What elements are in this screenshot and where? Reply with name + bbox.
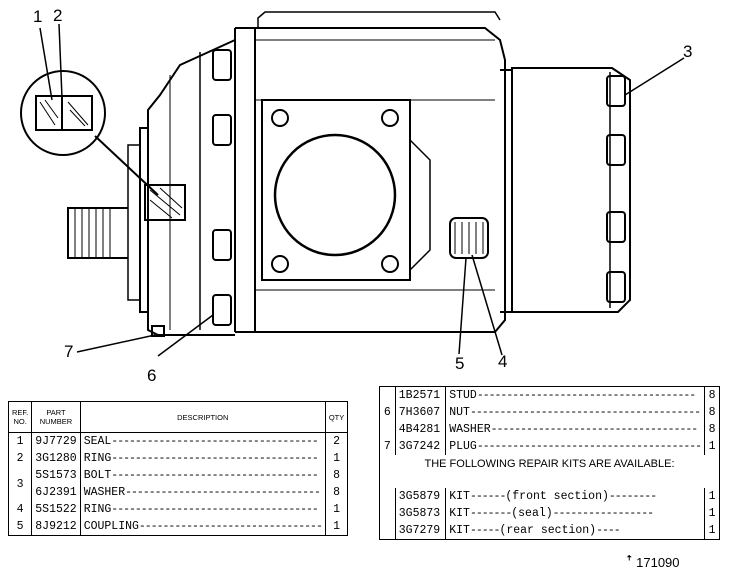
mounting-flange <box>261 99 431 281</box>
repair-kits-note: THE FOLLOWING REPAIR KITS ARE AVAILABLE: <box>424 458 675 470</box>
table-row: 3 5S1573 BOLT---------------------------… <box>8 467 348 501</box>
leader-lines <box>39 23 685 357</box>
seal-cutaway <box>144 184 186 221</box>
table-row: 6J2391 WASHER---------------------------… <box>9 484 348 501</box>
plug <box>151 325 165 337</box>
rear-bolts <box>606 75 626 303</box>
coupling-cutaway <box>449 217 489 259</box>
table-row: 2 3G1280 RING---------------------------… <box>8 450 348 467</box>
callout-5: 5 <box>455 354 465 373</box>
table-row: 3G7279 KIT-----(rear section)---- 1 <box>379 522 720 540</box>
pump-exploded-drawing <box>20 11 685 357</box>
callout-4: 4 <box>498 352 508 371</box>
table-row: 1 9J7729 SEAL---------------------------… <box>8 432 348 450</box>
header-description: DESCRIPTION <box>79 401 326 433</box>
callout-3: 3 <box>683 42 693 61</box>
table-row: 4B4281 WASHER---------------------------… <box>380 421 720 438</box>
drive-shaft <box>67 207 128 259</box>
table-row: 6 1B2571 STUD---------------------------… <box>379 386 720 438</box>
table-row: 3G5879 KIT------(front section)-------- … <box>379 488 720 505</box>
parts-table-right: 6 1B2571 STUD---------------------------… <box>379 386 720 540</box>
drawing-number-mark: ꜛ <box>626 555 637 570</box>
front-bolts <box>212 49 232 326</box>
table-row: 3G5873 KIT-------(seal)-----------------… <box>379 505 720 522</box>
table-row: 7 3G7242 PLUG---------------------------… <box>379 438 720 455</box>
header-part-number: PART NUMBER <box>31 401 81 433</box>
table-row: 7H3607 NUT------------------------------… <box>380 404 720 421</box>
callout-6: 6 <box>147 366 157 385</box>
rear-pump-section <box>500 67 631 313</box>
drawing-number: ꜛ 171090 <box>626 555 680 570</box>
callout-7: 7 <box>64 342 74 361</box>
table-row: 5 8J9212 COUPLING-----------------------… <box>8 518 348 536</box>
table-row: 4 5S1522 RING---------------------------… <box>8 501 348 518</box>
header-qty: QTY <box>324 401 349 433</box>
callout-2: 2 <box>53 6 63 25</box>
callout-1: 1 <box>33 7 43 26</box>
parts-table-left: REF. NO. PART NUMBER DESCRIPTION QTY 1 9… <box>7 401 349 536</box>
header-ref-no: REF. NO. <box>7 401 33 433</box>
repair-kits-note-row: THE FOLLOWING REPAIR KITS ARE AVAILABLE: <box>380 455 720 473</box>
seal-detail-circle <box>20 70 159 196</box>
